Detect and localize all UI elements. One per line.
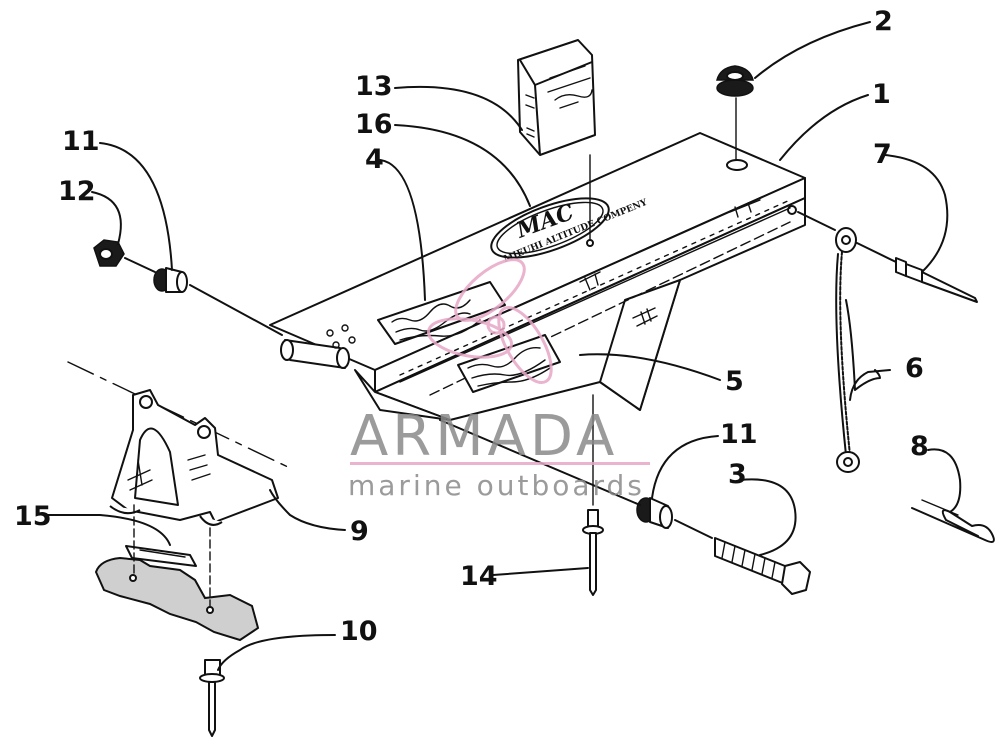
callout-11-right: 11 — [720, 419, 758, 450]
rivet-part-10 — [199, 659, 225, 737]
callout-3: 3 — [728, 459, 747, 490]
callout-1: 1 — [872, 79, 891, 110]
callout-4: 4 — [365, 144, 384, 175]
callout-9: 9 — [350, 516, 369, 547]
watermark-tagline: marine outboards — [348, 469, 645, 502]
grommet-part-2 — [716, 65, 754, 161]
callout-15: 15 — [14, 501, 52, 532]
callout-13: 13 — [355, 71, 393, 102]
bushing-part-11-left — [153, 267, 188, 293]
callout-12: 12 — [58, 176, 96, 207]
callout-7: 7 — [873, 139, 892, 170]
callout-10: 10 — [340, 616, 378, 647]
mounting-plate-part-15 — [125, 545, 197, 567]
callout-numbers: 2 1 7 6 5 11 12 13 16 4 11 3 8 9 15 10 1… — [14, 6, 929, 647]
callout-6: 6 — [905, 353, 924, 384]
callout-16: 16 — [355, 109, 393, 140]
watermark-propeller-icon — [427, 258, 553, 384]
label-decal-5 — [457, 334, 561, 393]
bushing-part-11-right — [636, 497, 673, 529]
pivot-stand-part-9 — [109, 389, 279, 526]
rivet-part-14 — [582, 509, 604, 596]
lanyard-part-6 — [835, 227, 860, 473]
mounting-surface — [94, 556, 260, 642]
clip-part-13 — [517, 39, 596, 247]
pin-part-7 — [797, 211, 978, 303]
callout-11-left: 11 — [62, 126, 100, 157]
callout-5: 5 — [725, 366, 744, 397]
nut-part-12 — [93, 239, 125, 267]
watermark-brand: ARMADA — [350, 404, 618, 469]
watermark-divider — [350, 462, 650, 465]
hairpin-clip-part-8 — [911, 499, 995, 543]
label-decal-4 — [377, 281, 506, 345]
callout-8: 8 — [910, 431, 929, 462]
bolt-part-3 — [714, 537, 811, 595]
callout-14: 14 — [460, 561, 498, 592]
callout-2: 2 — [874, 6, 893, 37]
watermark: ARMADA marine outboards — [348, 258, 650, 502]
leader-lines — [44, 21, 962, 671]
